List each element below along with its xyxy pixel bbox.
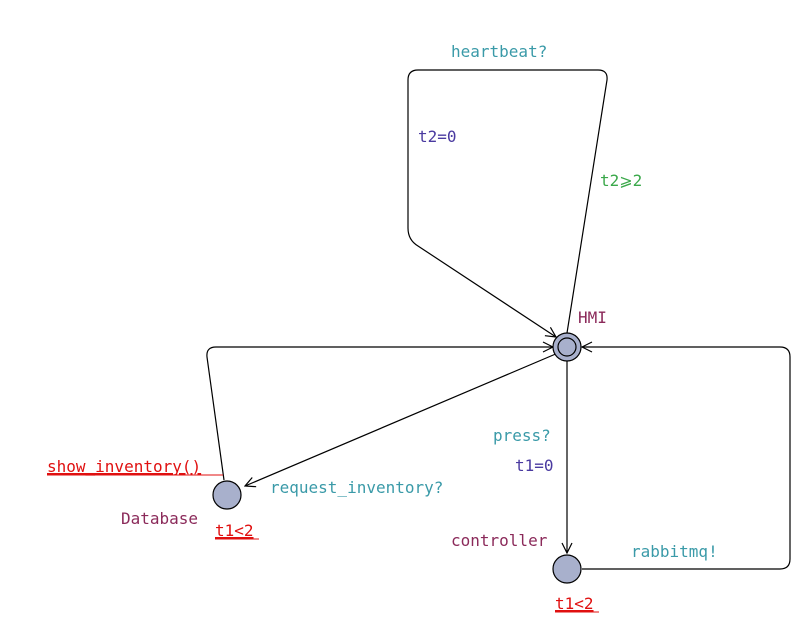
location-name-controller: controller	[451, 531, 548, 550]
edge-database-to-hmi[interactable]	[206, 347, 553, 481]
invariant-database: t1<2	[215, 521, 254, 540]
invariant-controller: t1<2	[555, 594, 594, 613]
label-heartbeat-assignment: t2=0	[418, 127, 457, 146]
location-database[interactable]	[212, 480, 242, 510]
label-press-assignment: t1=0	[515, 456, 554, 475]
label-request-inventory-sync: request_inventory?	[270, 478, 443, 497]
label-show-inventory: show_inventory()	[47, 457, 201, 476]
edge-controller-to-hmi[interactable]	[582, 347, 791, 570]
label-press-sync: press?	[493, 426, 551, 445]
label-heartbeat-sync: heartbeat?	[451, 42, 547, 61]
edge-heartbeat-loop[interactable]	[407, 69, 608, 337]
location-hmi[interactable]	[552, 332, 582, 362]
label-rabbitmq-sync: rabbitmq!	[631, 542, 718, 561]
edge-hmi-to-database[interactable]	[245, 352, 559, 486]
location-name-hmi: HMI	[578, 308, 607, 327]
location-controller[interactable]	[552, 554, 582, 584]
initial-location-marker	[557, 337, 577, 357]
label-heartbeat-guard: t2⩾2	[600, 171, 642, 190]
location-name-database: Database	[121, 509, 198, 528]
